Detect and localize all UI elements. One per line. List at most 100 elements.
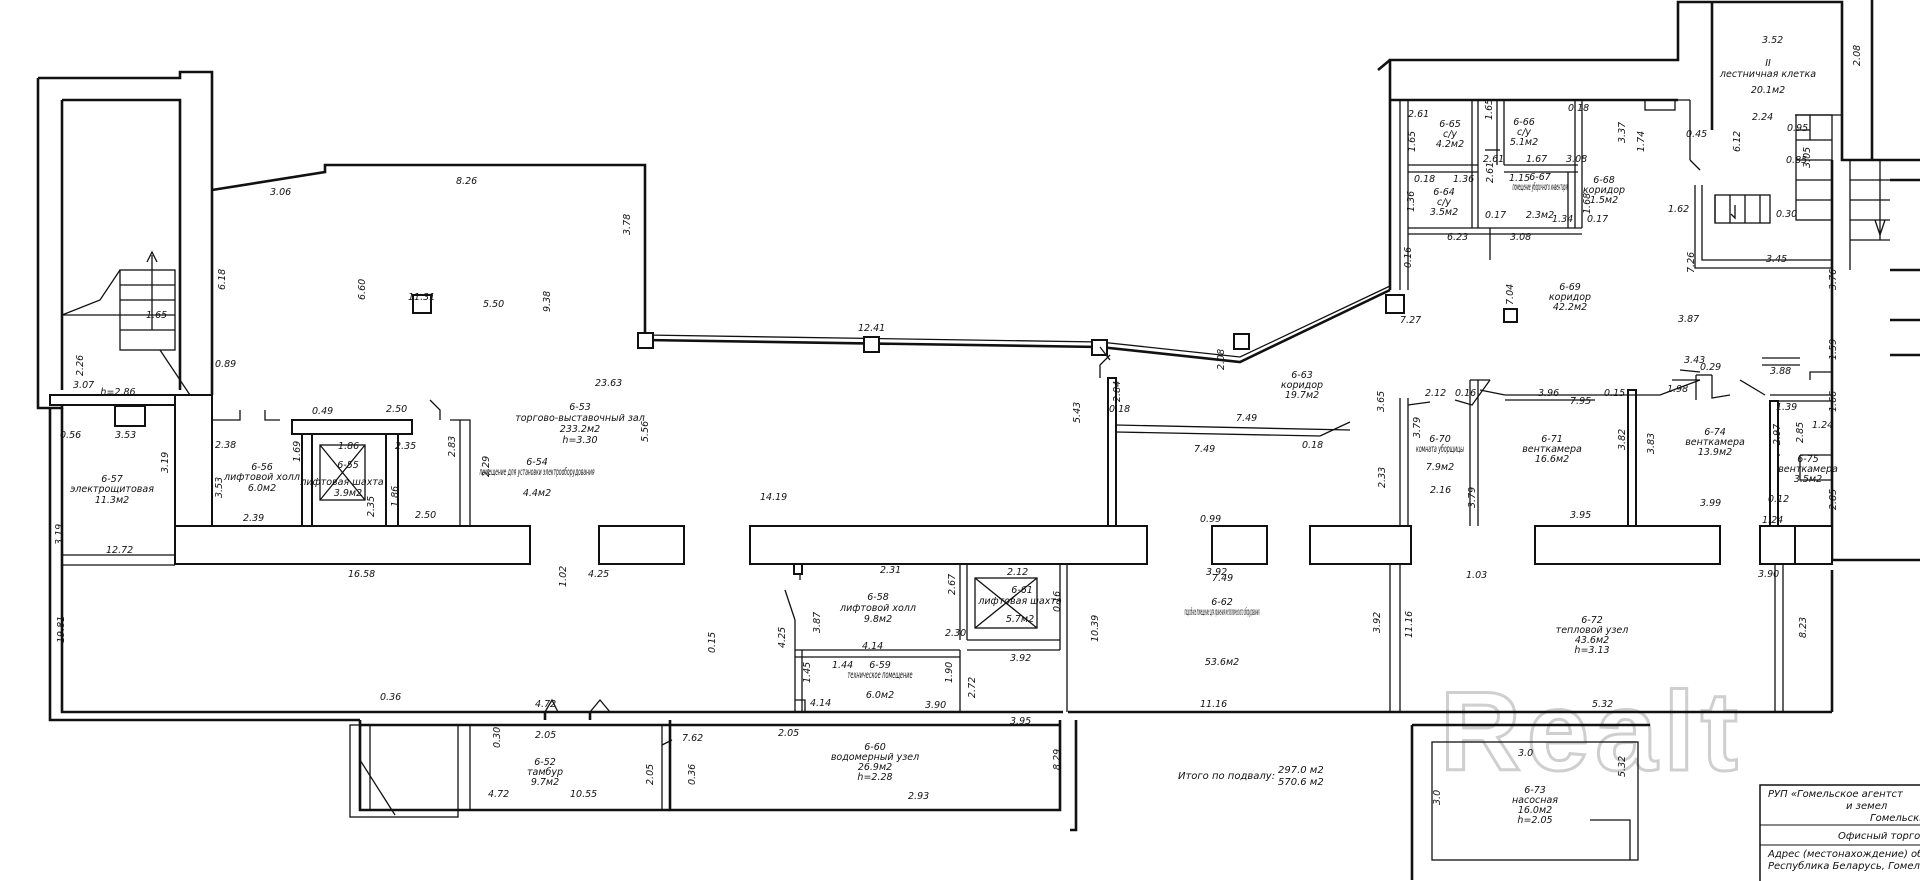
dimension: 23.63 <box>595 378 622 389</box>
dimension: 2.16 <box>1430 485 1451 496</box>
dimension-labels: 3.06 8.26 3.78 11.31 6.60 5.50 9.38 6.18… <box>54 35 1863 805</box>
dimension: 1.67 <box>1526 154 1547 165</box>
dimension: 2.85 <box>1795 422 1806 443</box>
dimension: 8.29 <box>1052 749 1063 770</box>
dimension: 6.12 <box>1732 131 1743 152</box>
dimension: 3.0 <box>1518 748 1533 759</box>
dimension: 3.90 <box>925 700 946 711</box>
room-label-area: 16.6м2 <box>1535 454 1569 465</box>
dimension: 0.15 <box>1604 388 1625 399</box>
dimension: 19.81 <box>56 616 67 643</box>
room-label-name: венткамера <box>1522 444 1582 455</box>
room-label-id: 6-67 <box>1529 172 1551 183</box>
dimension: 7.62 <box>682 733 703 744</box>
room-label-id: 6-63 <box>1291 370 1313 381</box>
dimension: 1.90 <box>944 662 955 683</box>
dimension: 7.26 <box>1686 252 1697 273</box>
dimension: 1.98 <box>1667 384 1688 395</box>
dimension: 5.43 <box>1072 402 1083 423</box>
dimension: 12.41 <box>858 323 885 334</box>
dimension: 5.32 <box>1617 756 1628 777</box>
dimension: 2.93 <box>908 791 929 802</box>
room-label-name: насосная <box>1512 795 1558 806</box>
stair-height: h=2.86 <box>100 387 135 398</box>
room-label-name: помещение для установки электрооборудова… <box>480 467 595 478</box>
dimension: 2.12 <box>1425 388 1446 399</box>
dimension: 2.08 <box>1216 349 1227 370</box>
left-stair <box>61 250 191 396</box>
room-label-id: 6-72 <box>1581 615 1603 626</box>
dimension: 2.35 <box>366 496 377 517</box>
totals-value-1: 297.0 м2 <box>1278 765 1324 776</box>
dimension: 10.55 <box>570 789 597 800</box>
dimension: 2.50 <box>386 404 407 415</box>
dimension: 2.26 <box>75 355 86 376</box>
dimension: 0.17 <box>1485 210 1506 221</box>
dimension: 0.16 <box>1403 247 1414 268</box>
room-label-name: лифтовая шахта <box>977 596 1062 607</box>
dimension: 3.08 <box>1566 154 1587 165</box>
room-label-id: 6-58 <box>867 592 889 603</box>
dimension: 1.65 <box>1407 131 1418 152</box>
room-label-id: 6-65 <box>1439 119 1461 130</box>
room-label-id: 6-52 <box>534 757 556 768</box>
title-object: Офисный торго <box>1838 831 1920 842</box>
room-label-id: II <box>1765 58 1771 69</box>
room-label-area: 5.7м2 <box>1006 614 1034 625</box>
dimension: 3.92 <box>1372 612 1383 633</box>
room-label-height: h=2.05 <box>1517 815 1552 826</box>
dimension: 0.36 <box>687 764 698 785</box>
room-label-id: 6-53 <box>569 402 591 413</box>
dimension: 0.49 <box>312 406 333 417</box>
room-label-id: 6-61 <box>1011 585 1033 596</box>
room-label-id: 6-54 <box>526 457 548 468</box>
dimension: 2.38 <box>215 440 236 451</box>
dimension: 8.23 <box>1798 617 1809 638</box>
middle-wall <box>49 394 1833 565</box>
dimension: 3.05 <box>1802 147 1813 168</box>
dimension: 1.34 <box>1552 214 1573 225</box>
dimension: 1.86 <box>338 441 359 452</box>
dimension: 3.90 <box>1758 569 1779 580</box>
dimension: 9.38 <box>542 291 553 312</box>
room-label-area: 6.0м2 <box>866 690 894 701</box>
room-label-name: коридор <box>1549 292 1591 303</box>
room-label-name: с/у <box>1443 129 1457 140</box>
dimension: 4.14 <box>810 698 831 709</box>
room-label-area: 233.2м2 <box>560 424 600 435</box>
room-label-id: 6-75 <box>1797 454 1819 465</box>
dimension: 0.15 <box>707 632 718 653</box>
dimension: 1.45 <box>802 662 813 683</box>
room-label-area: 9.8м2 <box>864 614 892 625</box>
dimension: 7.49 <box>1194 444 1215 455</box>
dimension: 3.0 <box>1432 790 1443 805</box>
dimension: 2.85 <box>1828 489 1839 510</box>
dimension: 2.83 <box>447 436 458 457</box>
dimension: 1.65 <box>1484 99 1495 120</box>
dimension: 2.61 <box>1485 162 1496 183</box>
dimension: 0.18 <box>1302 440 1323 451</box>
dimension: 7.95 <box>1570 396 1591 407</box>
dimension: 3.92 <box>1010 653 1031 664</box>
room-label-area: 20.1м2 <box>1751 85 1785 96</box>
dimension: 3.79 <box>1412 417 1423 438</box>
dimension: 1.24 <box>1762 515 1783 526</box>
totals: Итого по подвалу: 297.0 м2 570.6 м2 <box>1178 765 1324 788</box>
dimension: 1.68 <box>1582 193 1593 214</box>
room-label-area: 6.0м2 <box>248 483 276 494</box>
dimension: 0.16 <box>1455 388 1476 399</box>
dimension: 1.44 <box>832 660 853 671</box>
dimension: 14.19 <box>760 492 787 503</box>
dimension: 3.92 <box>1206 567 1227 578</box>
dimension: 1.69 <box>292 441 303 462</box>
dimension: 1.65 <box>146 310 167 321</box>
dimension: 2.05 <box>778 728 799 739</box>
room-label-name: лестничная клетка <box>1719 69 1816 80</box>
room-label-name: тепловой узел <box>1556 625 1629 636</box>
room-label-id: 6-71 <box>1541 434 1563 445</box>
dimension: 3.88 <box>1770 366 1791 377</box>
room-label-id: 6-68 <box>1593 175 1615 186</box>
room-label-name: коридор <box>1281 380 1323 391</box>
dimension: 0.18 <box>1414 174 1435 185</box>
